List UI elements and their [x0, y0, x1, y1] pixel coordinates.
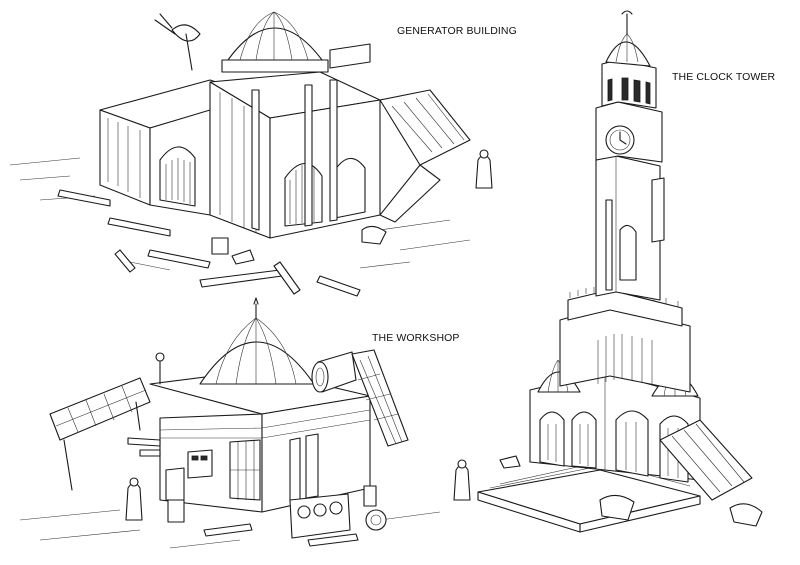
generator-building-caption: GENERATOR BUILDING: [397, 25, 517, 37]
clock-tower-drawing: [453, 10, 763, 533]
workshop-caption: THE WORKSHOP: [372, 332, 460, 344]
generator-building-drawing: [9, 11, 493, 297]
workshop-drawing: [19, 297, 441, 549]
clock-tower-caption: THE CLOCK TOWER: [672, 71, 776, 83]
